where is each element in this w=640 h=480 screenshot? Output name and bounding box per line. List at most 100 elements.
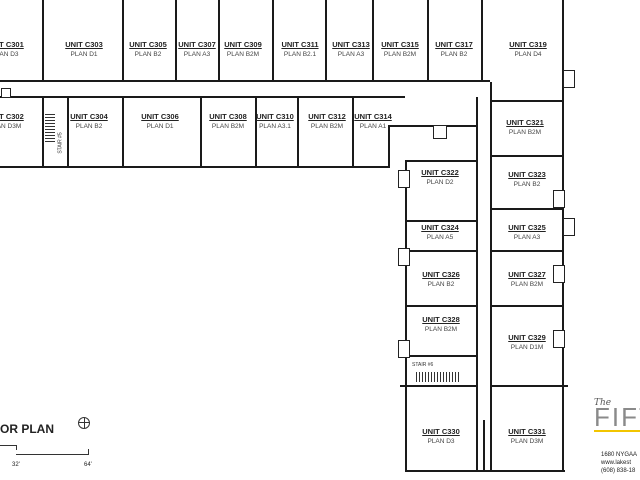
unit-name: UNIT C313 [332,40,370,49]
unit-plan: PLAN B2M [310,123,344,130]
website: www.lakest [601,460,632,466]
stair-5-label: STAIR #5 [57,132,64,154]
unit-plan: PLAN D3 [427,438,455,445]
unit-plan: PLAN D3M [0,123,22,130]
unit-plan: PLAN D3M [510,438,544,445]
unit-name: UNIT C309 [224,40,262,49]
unit-name: UNIT C327 [508,270,546,279]
scale-bar [0,445,90,457]
unit-name: UNIT C314 [354,112,392,121]
unit-name: UNIT C303 [65,40,103,49]
unit-plan: PLAN D2 [426,179,454,186]
unit-name: UNIT C305 [129,40,167,49]
unit-name: UNIT C308 [209,112,247,121]
unit-plan: PLAN A3 [183,51,211,58]
unit-name: UNIT C304 [70,112,108,121]
unit-name: UNIT C325 [508,223,546,232]
unit-plan: PLAN A3 [513,234,541,241]
unit-name: UNIT C310 [256,112,294,121]
unit-name: UNIT C315 [381,40,419,49]
unit-name: UNIT C323 [508,170,546,179]
unit-name: UNIT C326 [422,270,460,279]
unit-name: UNIT C331 [508,427,546,436]
unit-plan: PLAN A5 [426,234,454,241]
unit-plan: PLAN B2M [424,326,458,333]
north-arrow-icon [78,417,90,429]
unit-c301: UNIT C301PLAN D3 [0,40,24,60]
unit-plan: PLAN B2M [226,51,260,58]
stair-6-label: STAIR #6 [412,362,434,368]
unit-name: UNIT C317 [435,40,473,49]
unit-plan: PLAN A3 [337,51,365,58]
logo-script: The [594,398,612,408]
unit-name: UNIT C328 [422,315,460,324]
stair-6-treads [416,372,460,382]
unit-name: UNIT C312 [308,112,346,121]
unit-name: UNIT C324 [421,223,459,232]
unit-name: UNIT C301 [0,40,24,49]
elevator [433,125,447,139]
unit-plan: PLAN B2 [427,281,455,288]
scale-label-64: 64' [84,462,92,468]
floor-plan-title: OR PLAN [0,422,54,436]
unit-name: UNIT C319 [509,40,547,49]
unit-name: UNIT C330 [422,427,460,436]
unit-plan: PLAN B2 [134,51,162,58]
unit-plan: PLAN B2M [383,51,417,58]
unit-plan: PLAN D4 [514,51,542,58]
unit-name: UNIT C321 [506,118,544,127]
unit-name: UNIT C306 [141,112,179,121]
unit-plan: PLAN B2 [75,123,103,130]
address: 1680 NYGAA [601,452,638,458]
unit-plan: PLAN B2M [508,129,542,136]
unit-name: UNIT C307 [178,40,216,49]
scale-label-32: 32' [12,462,20,468]
unit-plan: PLAN D1M [510,344,544,351]
unit-plan: PLAN D1 [70,51,98,58]
unit-plan: PLAN B2 [513,181,541,188]
unit-plan: PLAN D3 [0,51,19,58]
unit-name: UNIT C311 [281,40,319,49]
unit-name: UNIT C302 [0,112,24,121]
unit-name: UNIT C329 [508,333,546,342]
unit-plan: PLAN D1 [146,123,174,130]
unit-c302: UNIT C302PLAN D3M [0,112,24,132]
unit-plan: PLAN B2M [211,123,245,130]
unit-plan: PLAN A3.1 [259,123,291,130]
unit-name: UNIT C322 [421,168,459,177]
phone: (608) 838-18 [601,468,636,474]
stair-5-treads [45,112,55,142]
logo: The FIFT [594,398,640,432]
logo-word: FIFT [594,404,640,432]
unit-plan: PLAN B2.1 [283,51,317,58]
unit-plan: PLAN B2M [510,281,544,288]
unit-plan: PLAN A1 [359,123,387,130]
unit-plan: PLAN B2 [440,51,468,58]
